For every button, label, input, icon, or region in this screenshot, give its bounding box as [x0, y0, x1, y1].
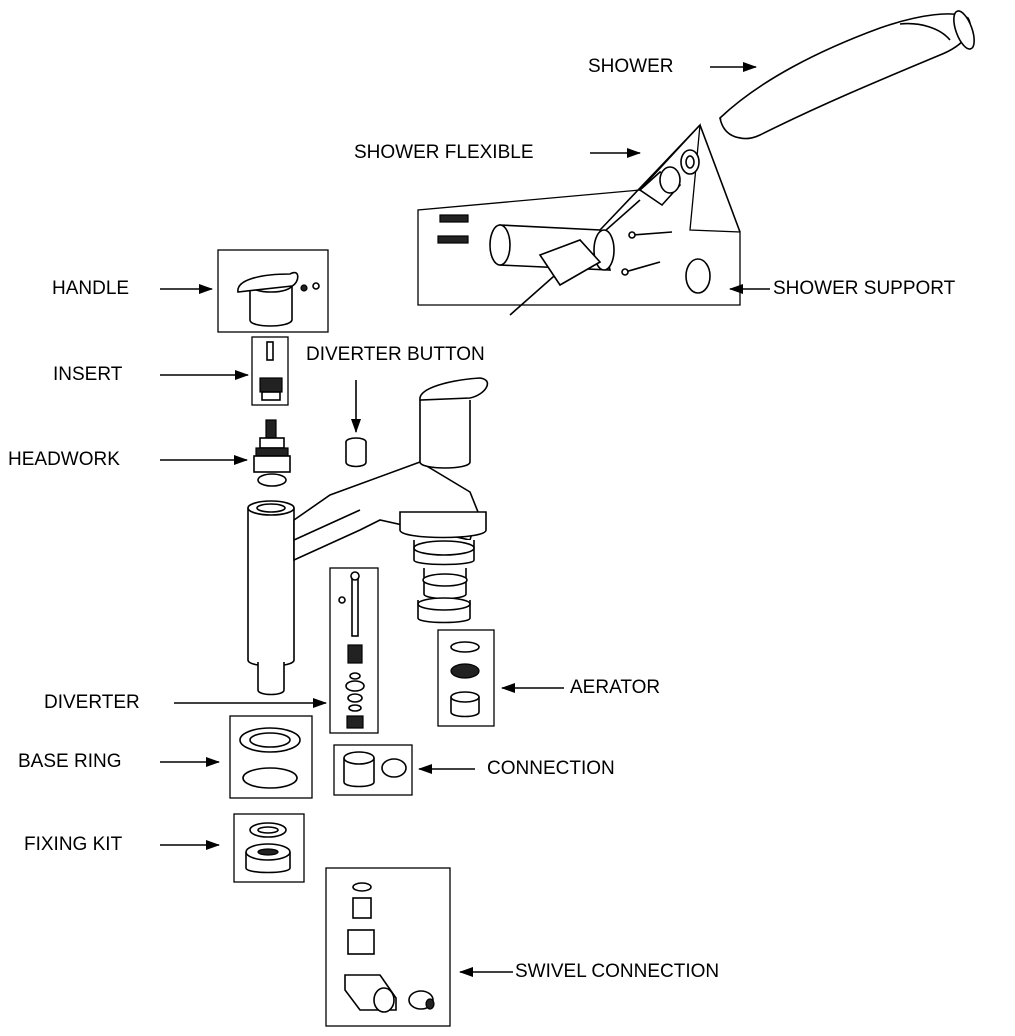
diverter-label: DIVERTER	[44, 692, 140, 713]
headwork-part	[253, 419, 291, 487]
handle-label: HANDLE	[52, 278, 130, 299]
base-ring-label: BASE RING	[18, 751, 122, 772]
fixing-kit-label: FIXING KIT	[24, 834, 123, 855]
insert-label: INSERT	[53, 364, 123, 385]
handle-part	[217, 249, 329, 333]
insert-part	[251, 336, 289, 406]
fixing-kit-part	[233, 813, 305, 883]
aerator-part	[437, 629, 495, 727]
tap-body-part	[247, 377, 489, 696]
shower-label: SHOWER	[588, 56, 674, 77]
diverter-button-part	[345, 437, 367, 468]
base-ring-part	[229, 715, 313, 799]
swivel-connection-part	[325, 867, 451, 1027]
shower-support-part	[417, 123, 741, 316]
shower-support-label: SHOWER SUPPORT	[773, 278, 956, 299]
shower-handset-part	[719, 10, 975, 140]
diverter-part	[329, 567, 379, 734]
diverter-button-label: DIVERTER BUTTON	[306, 344, 485, 365]
swivel-connection-label: SWIVEL CONNECTION	[515, 961, 720, 982]
connection-part	[333, 744, 413, 796]
headwork-label: HEADWORK	[8, 449, 120, 470]
aerator-label: AERATOR	[570, 677, 661, 698]
connection-label: CONNECTION	[487, 758, 615, 779]
shower-flexible-label: SHOWER FLEXIBLE	[354, 142, 534, 163]
